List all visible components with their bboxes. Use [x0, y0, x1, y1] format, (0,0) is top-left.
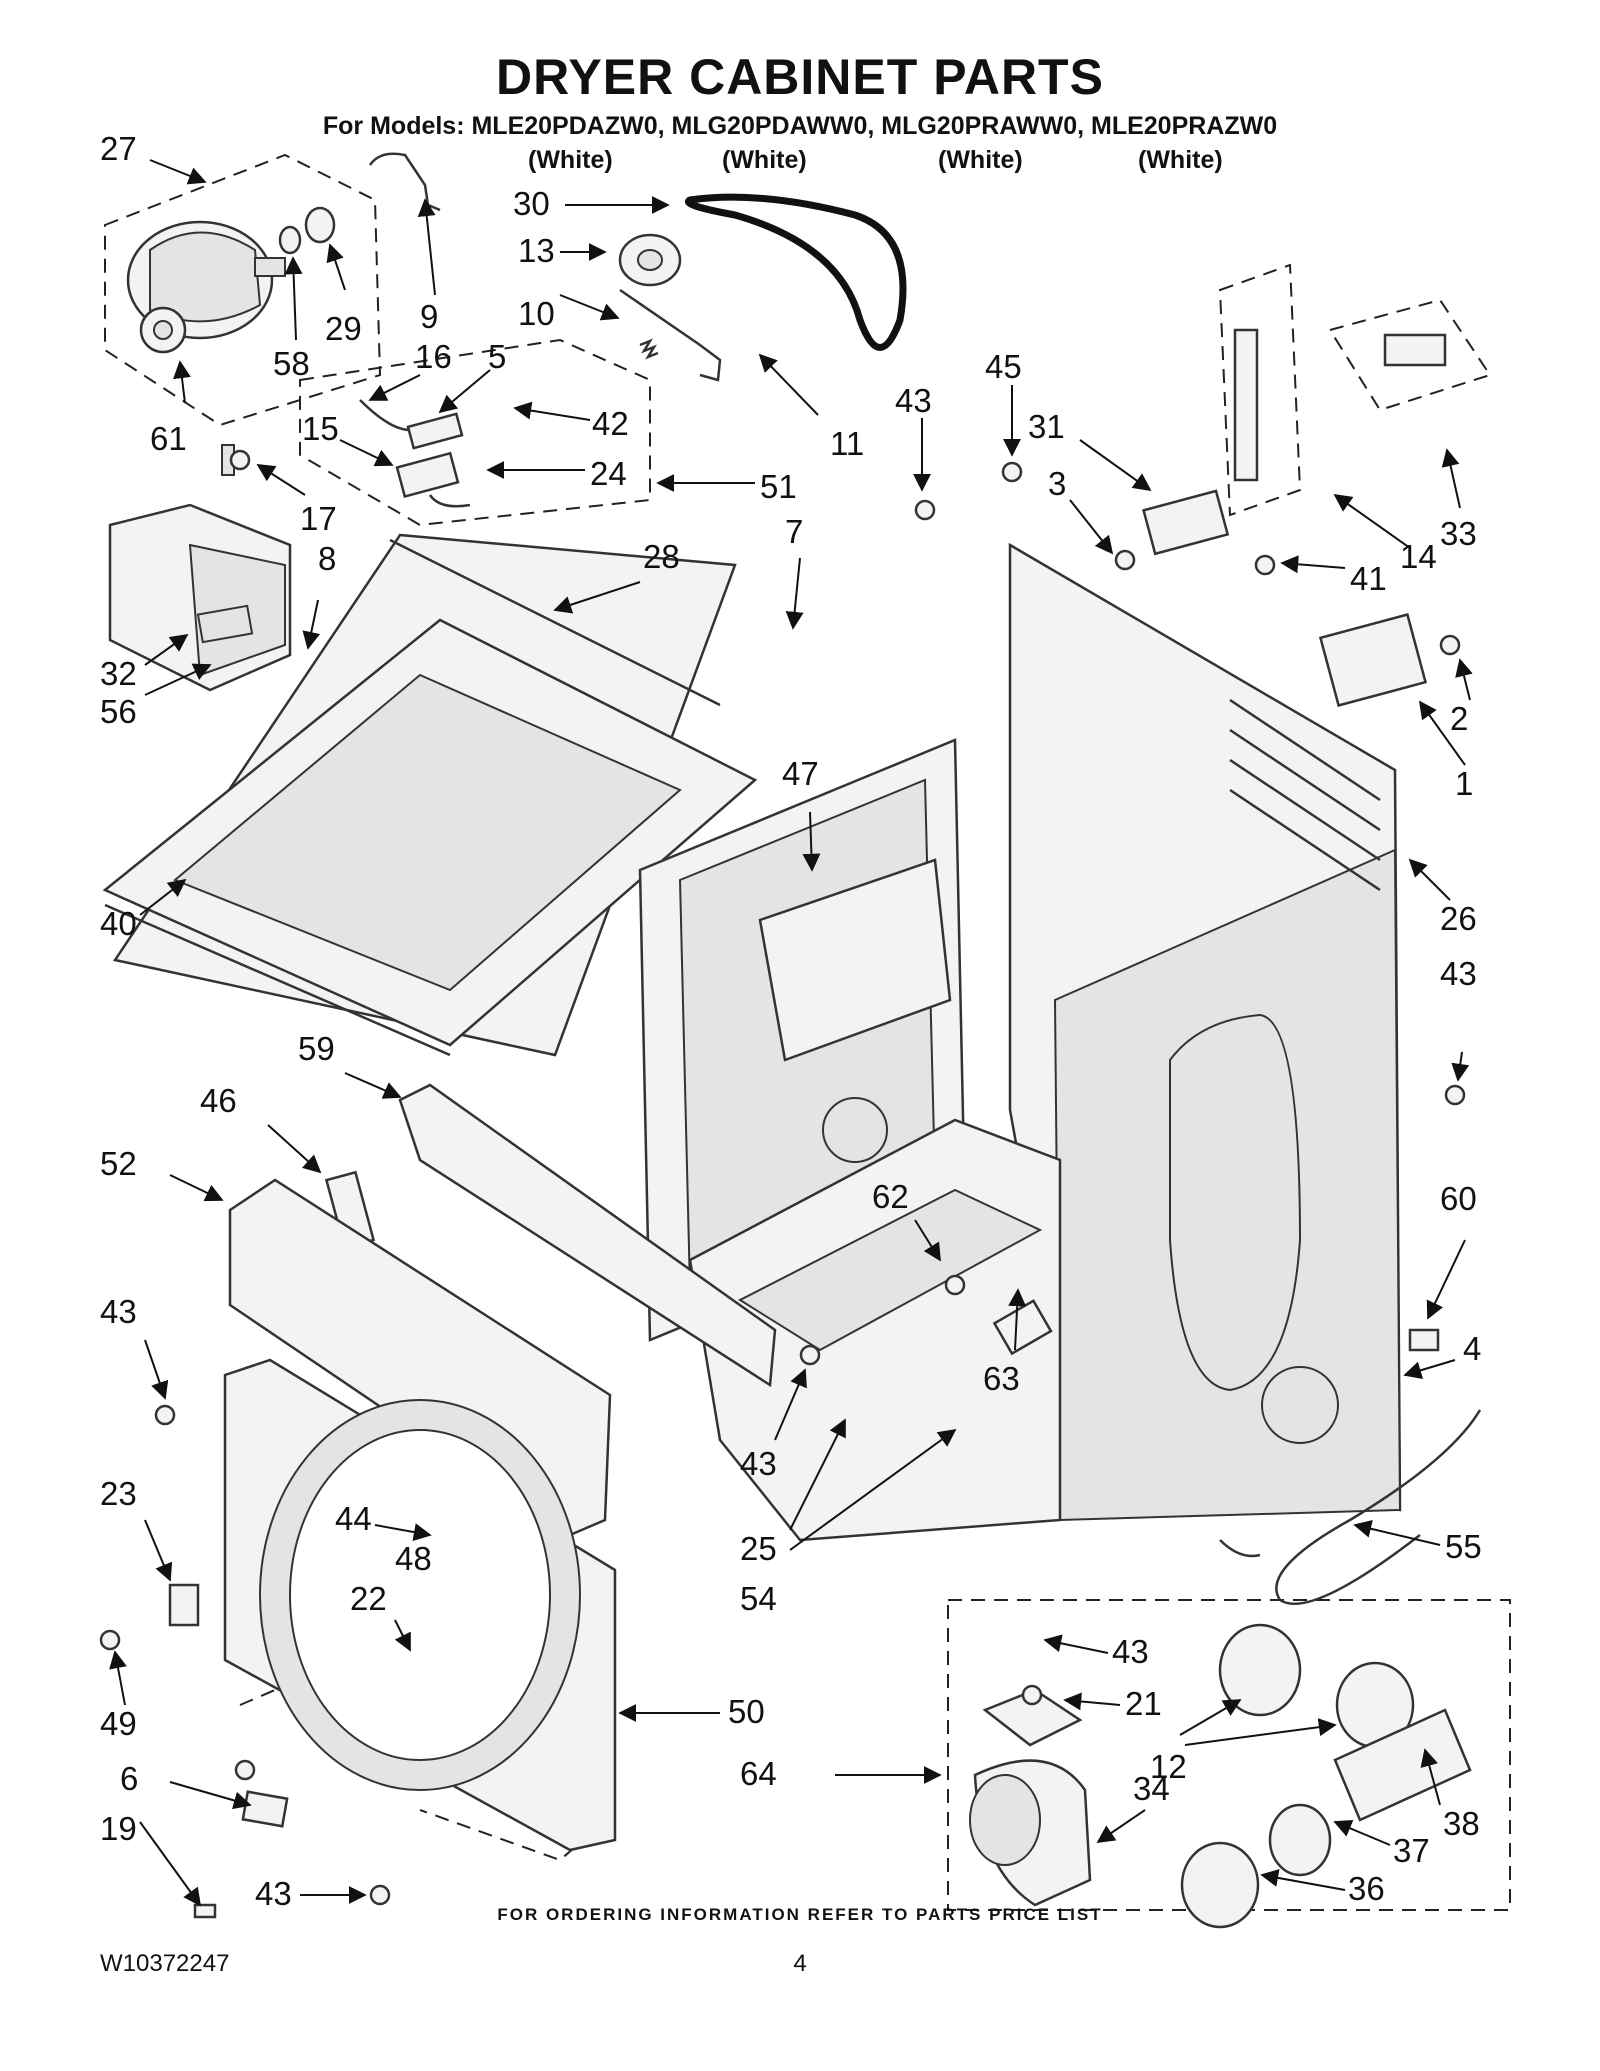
callout-29: 29: [325, 310, 362, 347]
motor-group-box: [104, 153, 382, 427]
callout-5: 5: [488, 338, 506, 375]
callout-24: 24: [590, 455, 627, 492]
callout-30: 30: [513, 185, 550, 222]
callout-8: 8: [318, 540, 336, 577]
callout-43-kit: 43: [1112, 1633, 1149, 1670]
callout-64: 64: [740, 1755, 777, 1792]
motor: [126, 220, 286, 354]
callout-6: 6: [120, 1760, 138, 1797]
callout-labels: 27 9 58 29 30 13 10 11 61 16 5 15 42 24 …: [100, 130, 1482, 1912]
vent-kit: [969, 1623, 1472, 1929]
callout-43-left: 43: [100, 1293, 137, 1330]
callout-56: 56: [100, 693, 137, 730]
callout-14: 14: [1400, 538, 1437, 575]
drive-belt: [685, 193, 907, 351]
callout-45: 45: [985, 348, 1022, 385]
callout-50: 50: [728, 1693, 765, 1730]
top-panel: [102, 533, 758, 1057]
page-number: 4: [793, 1950, 807, 1977]
hardware: [99, 328, 1466, 1919]
motor-bracket: [108, 444, 292, 692]
callout-32: 32: [100, 655, 137, 692]
idler-assembly: [618, 233, 722, 382]
callout-23: 23: [100, 1475, 137, 1512]
callout-37: 37: [1393, 1832, 1430, 1869]
callout-4: 4: [1463, 1330, 1481, 1367]
document-number: W10372247: [100, 1950, 230, 1977]
callout-42: 42: [592, 405, 629, 442]
callout-58: 58: [273, 345, 310, 382]
switch-group-box: [299, 338, 651, 527]
callout-21: 21: [1125, 1685, 1162, 1722]
model-color-2: (White): [722, 146, 807, 174]
callout-49: 49: [100, 1705, 137, 1742]
callout-3: 3: [1048, 465, 1066, 502]
callout-47: 47: [782, 755, 819, 792]
callout-1: 1: [1455, 765, 1473, 802]
clip-group-box: [1328, 298, 1492, 412]
callout-46: 46: [200, 1082, 237, 1119]
model-color-3: (White): [938, 146, 1023, 174]
callout-38: 38: [1443, 1805, 1480, 1842]
callout-44: 44: [335, 1500, 372, 1537]
callout-51: 51: [760, 468, 797, 505]
callout-61: 61: [150, 420, 187, 457]
callout-41: 41: [1350, 560, 1387, 597]
power-cord: [1219, 1409, 1482, 1605]
callout-11: 11: [830, 425, 864, 462]
leader-lines: [109, 159, 1473, 1907]
callout-60: 60: [1440, 1180, 1477, 1217]
callout-43-base: 43: [740, 1445, 777, 1482]
rear-bracket: [758, 858, 952, 1062]
callout-26: 26: [1440, 900, 1477, 937]
callout-36: 36: [1348, 1870, 1385, 1907]
callout-31: 31: [1028, 408, 1065, 445]
ordering-note: FOR ORDERING INFORMATION REFER TO PARTS …: [497, 1905, 1103, 1924]
callout-55: 55: [1445, 1528, 1482, 1565]
thermal-switches: [359, 399, 471, 508]
cabinet-base: [688, 1118, 1062, 1542]
callout-34: 34: [1133, 1770, 1170, 1807]
callout-13: 13: [518, 232, 555, 269]
callout-16: 16: [415, 338, 452, 375]
callout-52: 52: [100, 1145, 137, 1182]
callout-43-bottom: 43: [255, 1875, 292, 1912]
callout-17: 17: [300, 500, 337, 537]
callout-9: 9: [420, 298, 438, 335]
callout-25: 25: [740, 1530, 777, 1567]
callout-19: 19: [100, 1810, 137, 1847]
callout-12: 12: [1150, 1748, 1187, 1785]
page-title: DRYER CABINET PARTS: [496, 49, 1104, 105]
callout-28: 28: [643, 538, 680, 575]
callout-15: 15: [302, 410, 339, 447]
callout-48: 48: [395, 1540, 432, 1577]
model-color-4: (White): [1138, 146, 1223, 174]
callout-63: 63: [983, 1360, 1020, 1397]
callout-33: 33: [1440, 515, 1477, 552]
callout-22: 22: [350, 1580, 387, 1617]
callout-54: 54: [740, 1580, 777, 1617]
harness-group-box: [1218, 263, 1302, 517]
callout-7: 7: [785, 513, 803, 550]
side-panel: [1008, 542, 1402, 1522]
console-support: [398, 1083, 777, 1388]
callout-62: 62: [872, 1178, 909, 1215]
front-panel: [223, 1358, 617, 1852]
model-color-1: (White): [528, 146, 613, 174]
callout-43-top: 43: [895, 382, 932, 419]
model-list: For Models: MLE20PDAZW0, MLG20PDAWW0, ML…: [322, 112, 1278, 140]
callout-2: 2: [1450, 700, 1468, 737]
callout-43-right: 43: [1440, 955, 1477, 992]
callout-27: 27: [100, 130, 137, 167]
callout-59: 59: [298, 1030, 335, 1067]
front-harness-dash: [239, 1688, 597, 1862]
callout-40: 40: [100, 905, 137, 942]
motor-pulley: [278, 206, 336, 255]
callout-10: 10: [518, 295, 555, 332]
motor-strap: [368, 152, 441, 212]
